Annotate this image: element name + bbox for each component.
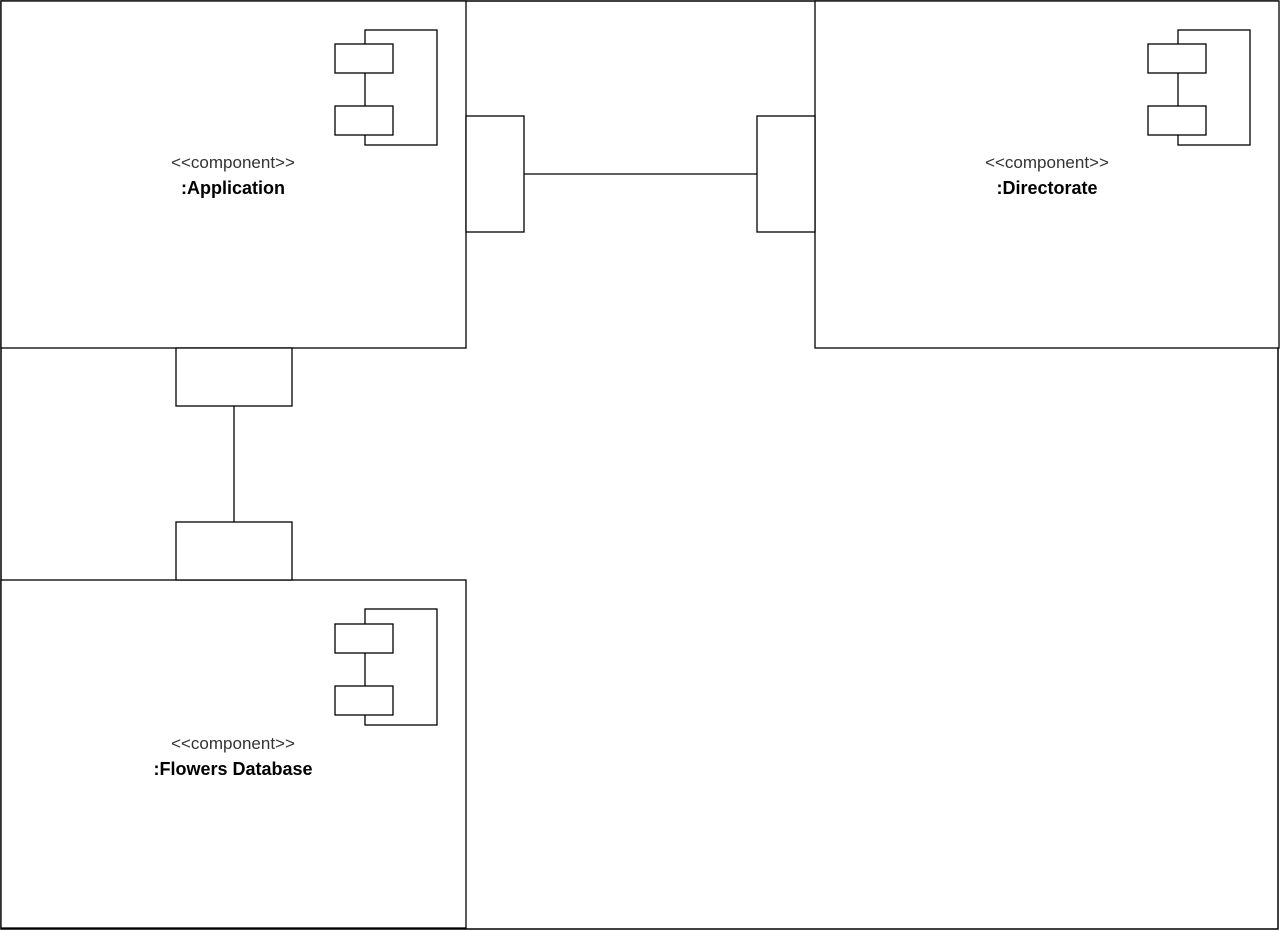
- component-directorate[interactable]: <<component>> :Directorate: [814, 0, 1280, 349]
- port-directorate-left[interactable]: [756, 115, 816, 233]
- component-flowers-database[interactable]: <<component>> :Flowers Database: [0, 579, 467, 929]
- component-name: :Directorate: [996, 178, 1097, 198]
- component-application[interactable]: <<component>> :Application: [0, 0, 467, 349]
- component-stereotype: <<component>>: [985, 153, 1109, 172]
- component-icon: [1147, 29, 1251, 146]
- port-application-bottom[interactable]: [175, 347, 293, 407]
- component-name: :Application: [181, 178, 285, 198]
- component-name: :Flowers Database: [153, 759, 312, 779]
- port-application-right[interactable]: [465, 115, 525, 233]
- component-stereotype: <<component>>: [171, 153, 295, 172]
- component-stereotype: <<component>>: [171, 734, 295, 753]
- component-icon: [334, 29, 438, 146]
- component-icon: [334, 608, 438, 726]
- port-flowers-database-top[interactable]: [175, 521, 293, 581]
